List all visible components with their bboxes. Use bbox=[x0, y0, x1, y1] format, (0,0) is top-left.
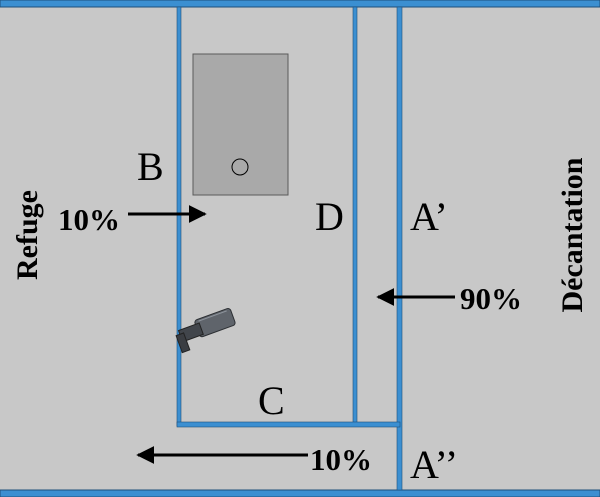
label-a-prime: A’ bbox=[410, 194, 448, 239]
label-c: C bbox=[258, 378, 285, 423]
bottom-wall bbox=[0, 489, 600, 497]
label-10-percent-left: 10% bbox=[58, 202, 120, 237]
camera-icon bbox=[175, 307, 236, 354]
label-10-percent-bottom: 10% bbox=[310, 442, 372, 477]
label-decantation: Décantation bbox=[556, 157, 589, 312]
label-a-double-prime: A’’ bbox=[410, 442, 458, 487]
wall-c bbox=[176, 421, 401, 428]
equipment-box bbox=[192, 53, 289, 196]
wall-b bbox=[176, 6, 182, 427]
label-d: D bbox=[315, 194, 344, 239]
circle-icon bbox=[231, 158, 249, 176]
wall-a bbox=[396, 6, 403, 491]
label-b: B bbox=[137, 144, 164, 189]
top-wall bbox=[0, 0, 600, 8]
wall-d bbox=[352, 6, 358, 425]
label-refuge: Refuge bbox=[11, 190, 44, 280]
label-90-percent: 90% bbox=[460, 281, 522, 316]
